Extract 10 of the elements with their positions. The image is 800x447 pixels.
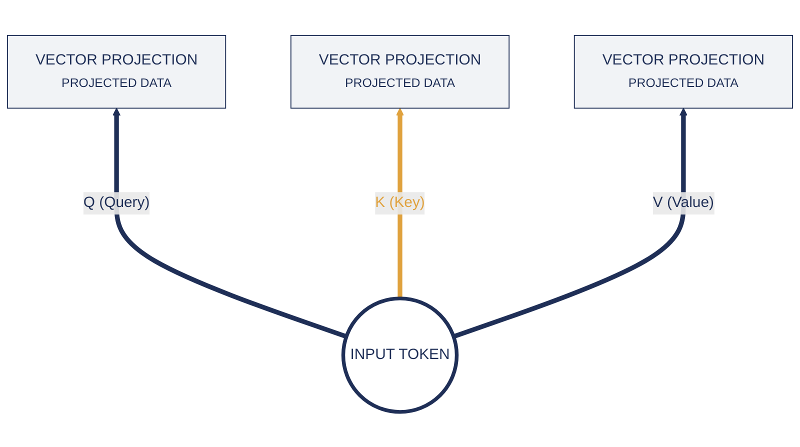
node-circle: INPUT TOKEN: [341, 296, 459, 414]
arrow: [112, 108, 348, 339]
arrow: [452, 108, 688, 339]
node-box: VECTOR PROJECTION PROJECTED DATA: [7, 34, 226, 108]
node-box: VECTOR PROJECTION PROJECTED DATA: [574, 34, 793, 108]
node-box: VECTOR PROJECTION PROJECTED DATA: [290, 34, 510, 108]
edge-label: K (Key): [375, 194, 425, 211]
edge-label: Q (Query): [83, 194, 150, 211]
edge-label: V (Value): [652, 194, 714, 211]
arrow: [396, 108, 404, 298]
